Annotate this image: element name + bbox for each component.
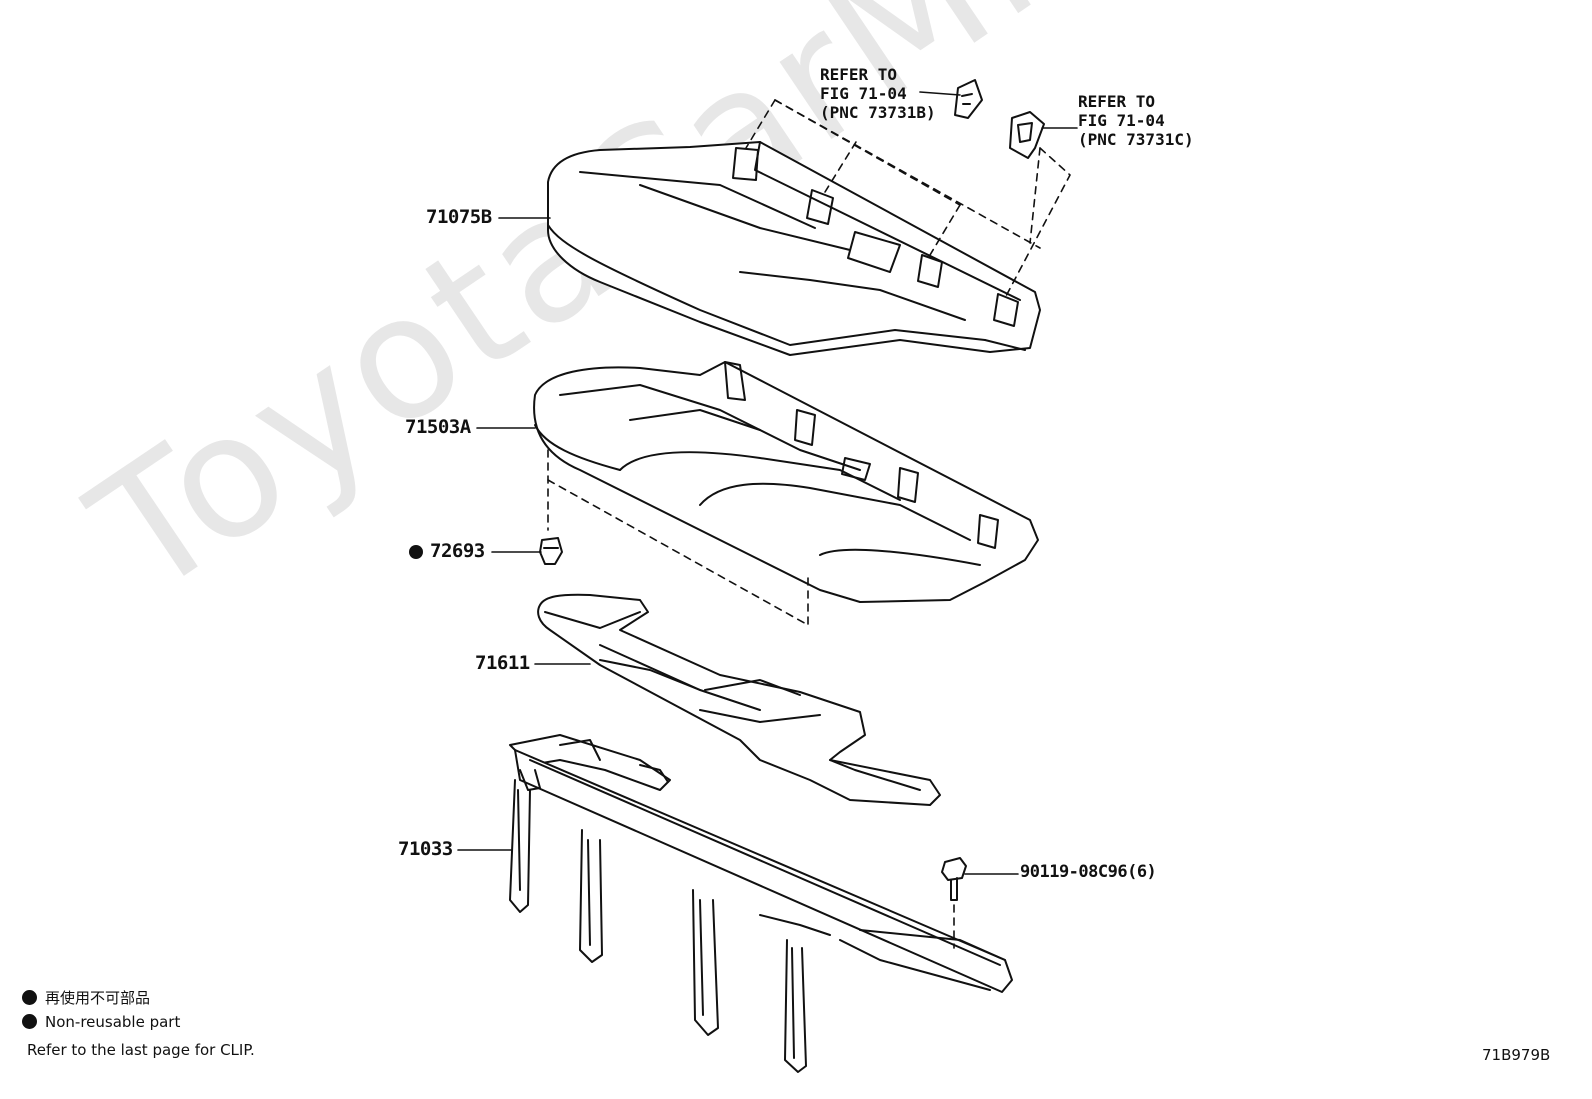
seat-cover-drawing (547, 141, 1041, 356)
part-label-90119: 90119-08C96(6) (1020, 862, 1157, 882)
legend-english: Non-reusable part (22, 1013, 180, 1031)
cover-dashed-guides (745, 99, 1071, 299)
part-label-71611: 71611 (475, 652, 530, 674)
non-reusable-dot-icon (409, 545, 423, 559)
clip-73731c-drawing (1009, 111, 1045, 159)
part-label-71503a: 71503A (405, 416, 471, 438)
clip-note: Refer to the last page for CLIP. (27, 1041, 255, 1059)
bolt-drawing (941, 857, 967, 901)
seat-frame-drawing (509, 734, 1013, 1073)
non-reusable-dot-icon (22, 1014, 37, 1029)
leader-lines (457, 91, 1078, 875)
refer-note-73731c: REFER TO FIG 71-04 (PNC 73731C) (1078, 92, 1194, 149)
cushion-dashed-guides (547, 449, 809, 626)
legend-japanese: 再使用不可部品 (22, 987, 150, 1008)
part-label-71075b: 71075B (426, 206, 492, 228)
part-label-72693: 72693 (430, 540, 485, 562)
part-label-71033: 71033 (398, 838, 453, 860)
clip-72693-drawing (539, 537, 563, 565)
seat-cushion-drawing (533, 361, 1039, 603)
clip-73731b-drawing (954, 79, 983, 119)
figure-code: 71B979B (1482, 1046, 1551, 1064)
non-reusable-dot-icon (22, 990, 37, 1005)
refer-note-73731b: REFER TO FIG 71-04 (PNC 73731B) (820, 65, 936, 122)
pad-71611-drawing (537, 593, 941, 806)
